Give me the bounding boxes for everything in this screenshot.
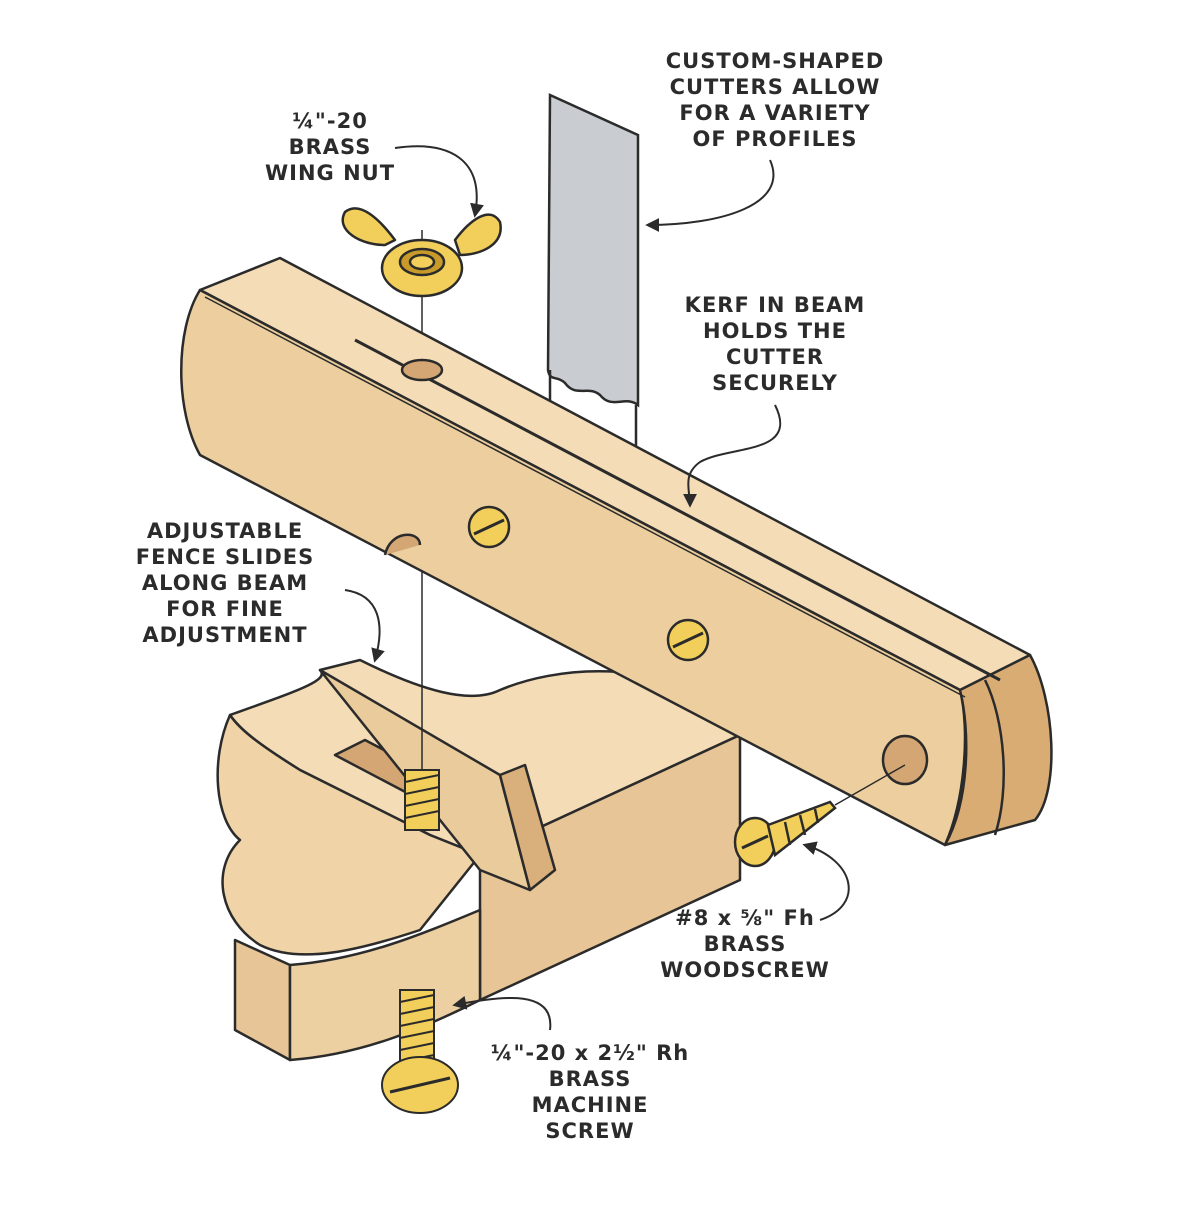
label-wing-nut-line-1: ¼"-20 xyxy=(292,109,368,133)
label-kerf-line-3: CUTTER xyxy=(725,345,825,369)
label-machine-screw-line-1: ¼"-20 x 2½" Rh xyxy=(490,1041,690,1065)
threaded-rod-icon xyxy=(404,769,440,831)
label-woodscrew: #8 x ⅝" Fh BRASS WOODSCREW xyxy=(640,905,850,983)
machine-screw-icon xyxy=(381,989,459,1114)
label-fence-line-1: ADJUSTABLE xyxy=(146,519,304,543)
label-wing-nut-line-3: WING NUT xyxy=(264,161,396,185)
label-fence-line-4: FOR FINE xyxy=(166,597,284,621)
label-fence-line-3: ALONG BEAM xyxy=(141,571,309,595)
label-machine-screw-line-3: MACHINE xyxy=(531,1093,649,1117)
label-machine-screw: ¼"-20 x 2½" Rh BRASS MACHINE SCREW xyxy=(470,1040,710,1144)
label-machine-screw-line-4: SCREW xyxy=(545,1119,635,1143)
label-cutters-line-1: CUSTOM-SHAPED xyxy=(665,49,885,73)
label-cutters: CUSTOM-SHAPED CUTTERS ALLOW FOR A VARIET… xyxy=(650,48,900,152)
label-kerf-line-4: SECURELY xyxy=(712,371,838,395)
wing-nut-icon xyxy=(341,207,502,298)
label-cutters-line-2: CUTTERS ALLOW xyxy=(669,75,881,99)
label-machine-screw-line-2: BRASS xyxy=(548,1067,632,1091)
label-cutters-line-3: FOR A VARIETY xyxy=(679,101,871,125)
label-woodscrew-line-2: BRASS xyxy=(703,932,787,956)
leader-lines xyxy=(344,145,850,1031)
label-fence: ADJUSTABLE FENCE SLIDES ALONG BEAM FOR F… xyxy=(115,518,335,648)
label-wing-nut-line-2: BRASS xyxy=(288,135,372,159)
beam-icon xyxy=(180,256,1053,847)
label-woodscrew-line-1: #8 x ⅝" Fh xyxy=(675,906,815,930)
label-kerf-line-2: HOLDS THE xyxy=(703,319,847,343)
label-kerf: KERF IN BEAM HOLDS THE CUTTER SECURELY xyxy=(665,292,885,396)
label-wing-nut: ¼"-20 BRASS WING NUT xyxy=(245,108,415,186)
label-fence-line-2: FENCE SLIDES xyxy=(135,545,315,569)
label-fence-line-5: ADJUSTMENT xyxy=(142,623,308,647)
label-cutters-line-4: OF PROFILES xyxy=(692,127,858,151)
woodscrew-icon xyxy=(733,764,906,868)
label-woodscrew-line-3: WOODSCREW xyxy=(660,958,830,982)
label-kerf-line-1: KERF IN BEAM xyxy=(684,293,866,317)
